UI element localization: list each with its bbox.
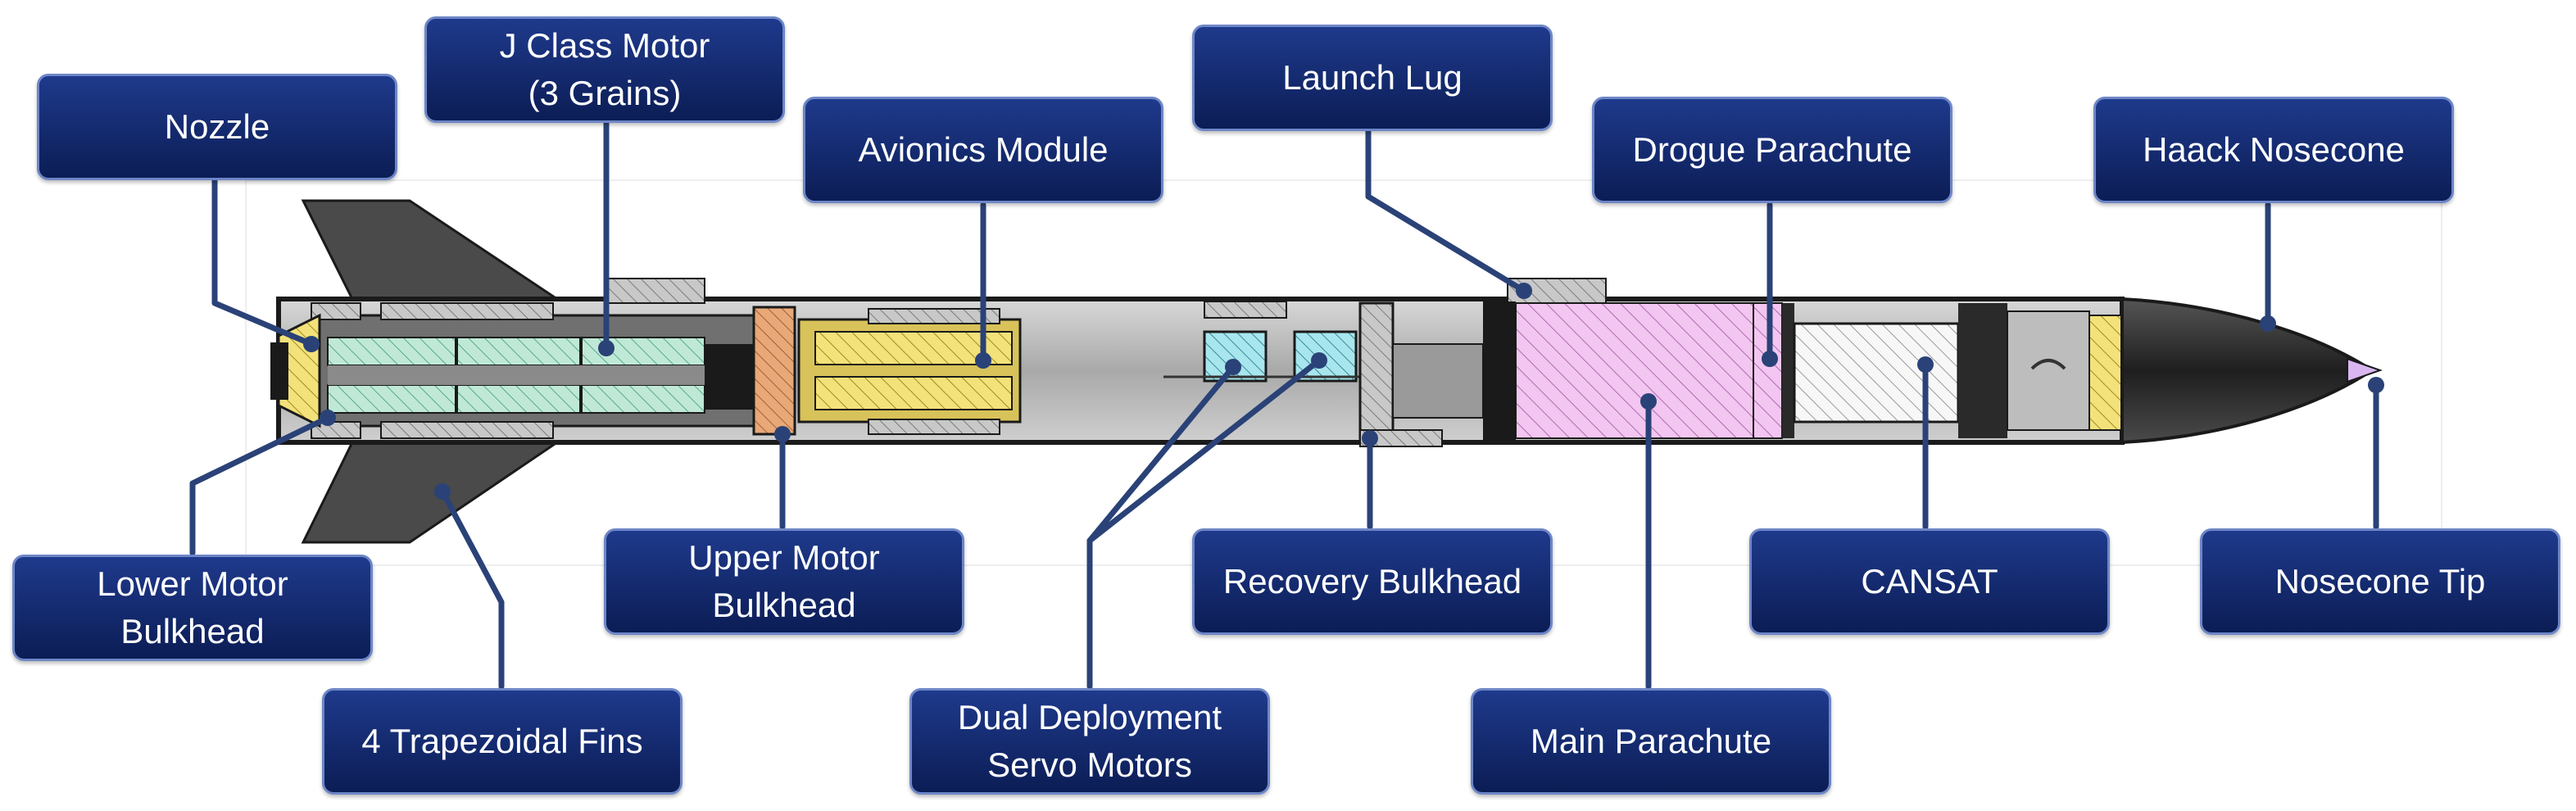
dot-nosecone [2260,315,2276,332]
leader-trapezoidal-fins [439,488,505,690]
lower-fin [301,441,561,544]
label-trapezoidal-fins: 4 Trapezoidal Fins [322,688,683,795]
upper-motor-bulkhead [752,306,796,436]
leader-nozzle [211,177,315,347]
centering-ring-bottom [380,421,554,439]
avionics-coupler-bottom [868,419,1000,435]
dot-servo-1 [1225,359,1241,375]
dot-main-parachute [1640,393,1657,410]
leader-servo-2 [1086,357,1322,544]
dot-nozzle [303,336,320,352]
dot-launch-lug [1516,283,1532,299]
motor-grain-2-top [456,337,581,366]
dot-drogue [1762,351,1778,367]
label-j-class-motor: J Class Motor (3 Grains) [424,16,785,123]
recovery-bulkhead-ring [1359,429,1443,447]
main-parachute [1515,302,1754,439]
recovery-bulkhead [1358,301,1395,440]
recovery-hardware [1392,343,1484,419]
motor-core [328,365,705,385]
nosecone-bulkhead [2088,315,2123,431]
dot-fins [434,483,451,500]
label-lower-motor-bulkhead: Lower Motor Bulkhead [12,555,373,661]
label-dual-deployment-servo-motors: Dual Deployment Servo Motors [909,688,1270,795]
label-haack-nosecone: Haack Nosecone [2093,97,2454,203]
leader-dots [303,283,2384,500]
fin-can-bottom [311,421,361,439]
leader-lower-motor-bulkhead [189,415,331,556]
nozzle-throat [270,342,288,400]
avionics-coupler-top [868,308,1000,324]
dot-motor [598,340,615,356]
rail-button-aft [605,278,705,304]
motor-grain-1-bottom [327,384,456,414]
servo-motor-1 [1203,330,1268,383]
nosecone-shoulder [2007,310,2090,431]
cansat-bay-wall [1958,303,2007,438]
label-recovery-bulkhead: Recovery Bulkhead [1192,528,1553,635]
dot-recovery [1362,430,1378,446]
nosecone-tip [2347,357,2383,383]
haack-nosecone [2120,297,2375,445]
servo-mount-top [1204,301,1287,319]
label-avionics-module: Avionics Module [803,97,1163,203]
leader-lines [189,120,2379,690]
label-cansat: CANSAT [1749,528,2110,635]
dot-servo-2 [1311,352,1327,369]
motor-grain-3-bottom [581,384,705,414]
motor-forward-closure [705,344,762,410]
label-main-parachute: Main Parachute [1471,688,1831,795]
fin-can-top [311,302,361,320]
dot-cansat [1917,356,1934,373]
dot-upper-bulkhead [774,426,791,442]
cansat [1793,322,1960,424]
label-upper-motor-bulkhead: Upper Motor Bulkhead [604,528,964,635]
separation-joint [1483,301,1516,441]
label-nozzle: Nozzle [37,74,397,180]
avionics-sled-bottom [814,376,1013,410]
drogue-divider [1782,303,1794,438]
leader-launch-lug [1365,128,1527,294]
motor-grain-2-bottom [456,384,581,414]
label-launch-lug: Launch Lug [1192,25,1553,131]
label-drogue-parachute: Drogue Parachute [1592,97,1952,203]
dot-nosecone-tip [2368,377,2384,393]
dot-avionics [975,352,991,369]
shock-cord-eyebolt [2030,359,2066,370]
centering-ring-top [380,302,554,320]
upper-fin [301,199,561,301]
motor-grain-1-top [327,337,456,366]
dot-lower-bulkhead [320,410,336,426]
label-nosecone-tip: Nosecone Tip [2200,528,2560,635]
